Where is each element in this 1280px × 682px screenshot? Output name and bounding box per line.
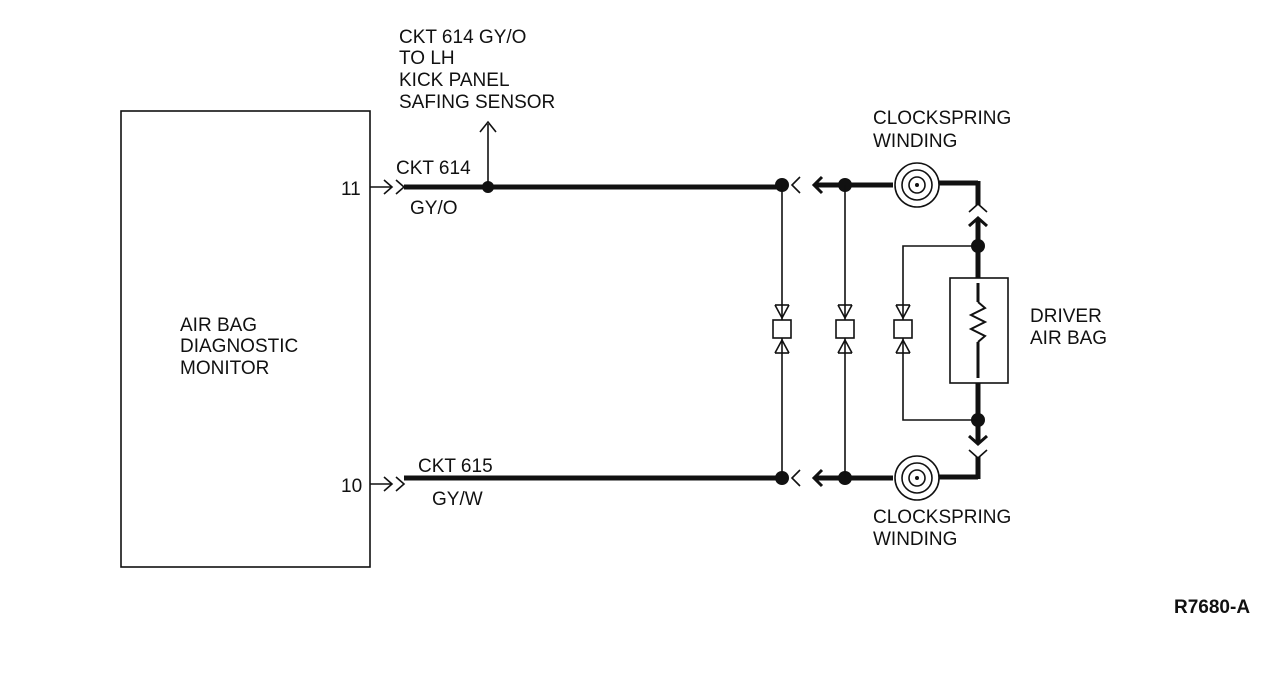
ckt-614-label: CKT 614 bbox=[396, 158, 471, 179]
ckt-615-color: GY/W bbox=[432, 489, 483, 510]
clockspring-bottom-label-line1: CLOCKSPRING bbox=[873, 507, 1011, 528]
airbag-resistor-icon bbox=[968, 283, 988, 378]
clockspring-top-icon bbox=[894, 162, 940, 208]
clockspring-bottom-label-line2: WINDING bbox=[873, 529, 957, 550]
clockspring-top-label-line2: WINDING bbox=[873, 131, 957, 152]
wire-clockspring-bottom-to-airbag bbox=[939, 375, 988, 480]
connector-pin-11 bbox=[370, 179, 406, 195]
ckt-614-color: GY/O bbox=[410, 198, 458, 219]
monitor-label-line3: MONITOR bbox=[180, 358, 269, 379]
pin-11-label: 11 bbox=[341, 179, 361, 200]
ckt-615-label: CKT 615 bbox=[418, 456, 493, 477]
clockspring-top-label-line1: CLOCKSPRING bbox=[873, 108, 1011, 129]
shorting-bar-2 bbox=[835, 304, 855, 354]
clockspring-bottom-icon bbox=[894, 455, 940, 501]
connector-bottom-middle bbox=[790, 468, 824, 488]
figure-id: R7680-A bbox=[1174, 597, 1250, 618]
monitor-label-line1: AIR BAG bbox=[180, 315, 257, 336]
branch-note-line3: KICK PANEL bbox=[399, 70, 510, 91]
monitor-label-line2: DIAGNOSTIC bbox=[180, 336, 298, 357]
branch-note-line1: CKT 614 GY/O bbox=[399, 27, 526, 48]
shorting-bar-1 bbox=[772, 304, 792, 354]
diagnostic-monitor-box bbox=[120, 110, 371, 568]
branch-note-line2: TO LH bbox=[399, 48, 455, 69]
safing-sensor-branch bbox=[479, 120, 497, 193]
shorting-bar-3 bbox=[893, 304, 913, 354]
airbag-label-line2: AIR BAG bbox=[1030, 328, 1107, 349]
connector-pin-10 bbox=[370, 476, 406, 492]
airbag-label-line1: DRIVER bbox=[1030, 306, 1102, 327]
wire-clockspring-top-to-airbag bbox=[939, 180, 988, 285]
pin-10-label: 10 bbox=[341, 476, 362, 497]
connector-top-middle bbox=[790, 175, 824, 195]
branch-note-line4: SAFING SENSOR bbox=[399, 92, 555, 113]
